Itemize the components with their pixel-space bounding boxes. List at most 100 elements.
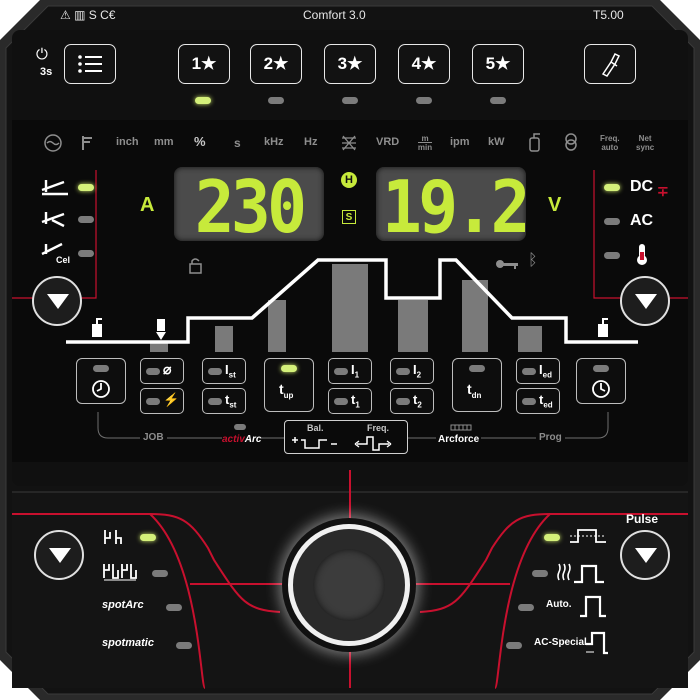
- start-time-led: [208, 398, 222, 405]
- thermo-pulse-led: [532, 570, 548, 577]
- unit-mm: mm: [154, 136, 174, 148]
- torch-mode-button[interactable]: [584, 44, 636, 84]
- dc-led: [604, 184, 620, 191]
- secondary-current-label: I2: [413, 362, 422, 380]
- torch-icon: [601, 52, 621, 77]
- unit-seconds: s: [234, 136, 241, 150]
- frequency-label: Freq.: [367, 423, 390, 433]
- menu-button[interactable]: [64, 44, 116, 84]
- gas-postflow-time-button[interactable]: [576, 358, 626, 404]
- lock-icon: [189, 258, 202, 274]
- main-control-knob[interactable]: [288, 524, 410, 646]
- balance-frequency-waveform-icon: [292, 436, 392, 451]
- start-time-button[interactable]: tst: [202, 388, 246, 414]
- main-time-label: t1: [351, 392, 360, 410]
- tig-hf-icon: [41, 212, 65, 228]
- job-button-3[interactable]: 3★: [324, 44, 376, 84]
- display-right-value: 19.2: [382, 165, 530, 249]
- secondary-time-led: [396, 398, 410, 405]
- downslope-label: tdn: [467, 381, 482, 400]
- ignition-diameter-button[interactable]: ⌀: [140, 358, 184, 384]
- main-time-button[interactable]: t1: [328, 388, 372, 414]
- power-icon[interactable]: ⏻: [36, 46, 48, 63]
- gas-postflow-led: [593, 365, 609, 372]
- mode-select-button-left[interactable]: [32, 276, 82, 326]
- pulse-off-icon: [570, 529, 606, 543]
- upslope-label: tup: [279, 381, 294, 400]
- ac-special-label: AC-Special: [534, 637, 587, 648]
- balance-frequency-button[interactable]: Bal. Freq.: [284, 420, 408, 454]
- fan-disabled-icon: [342, 135, 356, 151]
- pulse-off-led: [544, 534, 560, 541]
- unit-net: Net: [638, 134, 652, 143]
- list-icon: [78, 55, 102, 73]
- unit-m: m: [421, 134, 429, 143]
- safety-symbols: ⚠ ▥ S C€: [60, 8, 116, 22]
- operating-mode-button[interactable]: [34, 530, 84, 580]
- firmware-version: T5.00: [593, 8, 624, 22]
- start-current-label: Ist: [225, 362, 236, 380]
- job-led-4: [416, 97, 432, 104]
- end-current-button[interactable]: Ied: [516, 358, 560, 384]
- job-button-1[interactable]: 1★: [178, 44, 230, 84]
- arcforce-icon: [450, 424, 472, 431]
- tig-liftarc-icon: [41, 180, 68, 196]
- ac-led: [604, 218, 620, 225]
- end-time-led: [522, 398, 536, 405]
- gas-preflow-time-button[interactable]: [76, 358, 126, 404]
- gas-bottle-icon: [529, 133, 540, 152]
- upslope-led: [281, 365, 297, 372]
- job-led-5: [490, 97, 506, 104]
- unit-net-sync: Net sync: [636, 134, 654, 152]
- downslope-time-button[interactable]: tdn: [452, 358, 502, 412]
- start-time-label: tst: [225, 392, 237, 410]
- job-button-5[interactable]: 5★: [472, 44, 524, 84]
- end-current-label: Ied: [539, 362, 552, 380]
- downslope-led: [469, 365, 485, 372]
- spotmatic-led: [176, 642, 192, 649]
- activarc-label: activArc: [222, 434, 262, 445]
- ac-special-led: [506, 642, 522, 649]
- pulse-label: Pulse: [626, 512, 659, 526]
- mode-select-button-right[interactable]: [620, 276, 670, 326]
- job-label: JOB: [140, 432, 167, 443]
- gas-postflow-icon: [598, 318, 608, 337]
- start-current-button[interactable]: Ist: [202, 358, 246, 384]
- unit-percent: %: [194, 134, 206, 149]
- secondary-time-button[interactable]: t2: [390, 388, 434, 414]
- job-led-2: [268, 97, 284, 104]
- spotarc-led: [166, 604, 182, 611]
- unit-inch: inch: [116, 136, 139, 148]
- display-left: 230: [174, 165, 324, 249]
- water-cooling-icon: [44, 134, 62, 152]
- display-right-unit: V: [548, 194, 562, 216]
- pulse-mode-button[interactable]: [620, 530, 670, 580]
- upslope-time-button[interactable]: tup: [264, 358, 314, 412]
- thermo-pulse-icon: [557, 563, 604, 584]
- mode-led-3: [78, 250, 94, 257]
- unit-khz: kHz: [264, 136, 284, 148]
- start-current-led: [208, 368, 222, 375]
- torch-tip-icon: [156, 319, 166, 340]
- balance-led: [604, 252, 620, 259]
- main-current-button[interactable]: I1: [328, 358, 372, 384]
- secondary-current-button[interactable]: I2: [390, 358, 434, 384]
- secondary-current-led: [396, 368, 410, 375]
- end-time-button[interactable]: ted: [516, 388, 560, 414]
- coil-icon: [565, 133, 577, 151]
- display-left-value: 230: [194, 165, 307, 249]
- job-button-4[interactable]: 4★: [398, 44, 450, 84]
- power-hold-label: 3s: [40, 66, 53, 78]
- auto-pulse-led: [518, 604, 534, 611]
- mode-led-2: [78, 216, 94, 223]
- main-current-label: I1: [351, 362, 360, 380]
- clock-icon: [92, 380, 110, 398]
- unit-min: min: [417, 142, 433, 152]
- display-right: 19.2: [376, 165, 530, 249]
- ignition-hf-button[interactable]: ⚡: [140, 388, 184, 414]
- job-button-2[interactable]: 2★: [250, 44, 302, 84]
- auto-pulse-label: Auto.: [546, 599, 572, 610]
- key-icon: [496, 260, 518, 269]
- unit-ipm: ipm: [450, 136, 470, 148]
